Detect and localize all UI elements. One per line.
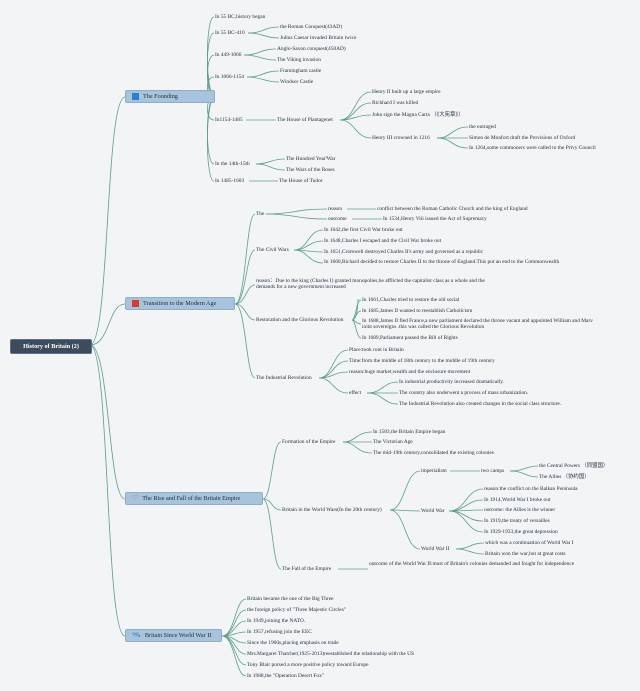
henry-iii-item[interactable]: Simon de Monfort draft the Provisions of… <box>469 135 576 141</box>
industrial-item[interactable]: Place:took root in Britain <box>349 347 404 353</box>
root-topic[interactable]: History of Britain (2) <box>10 339 92 354</box>
since-ww2-item[interactable]: In 1988,the "Operation Desert Fox" <box>247 673 325 679</box>
industrial-node[interactable]: The Industrial Revolution <box>256 375 312 381</box>
red-square-icon <box>132 300 139 307</box>
topic-label: The Rise and Fall of the Britain Empire <box>142 495 241 502</box>
founding-subitem[interactable]: The Hundred Year'War <box>286 156 336 162</box>
ww1-item[interactable]: In 1914,World War I broke out <box>484 497 551 503</box>
restoration-node[interactable]: Restoration and the Glorious Revolution <box>256 317 344 323</box>
world-war-1-node[interactable]: World War <box>421 508 445 514</box>
topic-label: Britain Since World War II <box>144 632 212 639</box>
plantagenet-item[interactable]: Henry II built up a large empire <box>372 89 441 95</box>
camp-item[interactable]: the Central Powers （同盟国） <box>539 463 609 469</box>
founding-item[interactable]: In the 14th-15th <box>215 161 250 167</box>
camp-item[interactable]: The Allies （协约国） <box>539 474 590 480</box>
fall-node[interactable]: The Fall of the Empire <box>282 566 332 572</box>
ww1-item[interactable]: outcome: the Allies is the winner <box>484 507 556 513</box>
since-ww2-item[interactable]: the foreign policy of "Three Majestic Ci… <box>247 607 347 613</box>
restoration-item[interactable]: In 1685,James II wanted to reestablish C… <box>362 308 473 314</box>
founding-item[interactable]: In 55 BC-410 <box>215 30 245 36</box>
effect-label[interactable]: effect <box>349 390 362 396</box>
since-ww2-item[interactable]: In 1957,refusing join the EEC <box>247 629 312 635</box>
restoration-item[interactable]: In 1688,James II fled France,a new parli… <box>362 318 593 330</box>
founding-item[interactable]: In 55 BC,history began <box>215 14 266 20</box>
ww2-item[interactable]: Britain won the war,but at great costs <box>485 551 566 557</box>
topic-since-ww2[interactable]: 🛰 Britain Since World War II <box>125 629 222 642</box>
satellite-icon: 🛰 <box>132 631 141 639</box>
founding-subitem[interactable]: The House of Tudor <box>279 178 323 184</box>
topic-transition-modern-age[interactable]: Transition to the Modern Age <box>125 297 235 310</box>
founding-subitem[interactable]: Julius Caesar invaded Britain twice <box>280 35 357 41</box>
since-ww2-item[interactable]: Tony Blair pursed a more positive policy… <box>247 662 369 668</box>
civil-wars-item[interactable]: In 1642,the first Civil War broke out <box>324 227 403 233</box>
restoration-item[interactable]: In 1689,Parliament passed the Bill of Ri… <box>362 335 458 341</box>
outcome-label[interactable]: outcome <box>328 216 347 222</box>
founding-subitem[interactable]: Framingham castle <box>280 68 322 74</box>
formation-node[interactable]: Formation of the Empire <box>282 439 336 445</box>
industrial-item[interactable]: Time:from the middle of 18th century to … <box>349 358 495 364</box>
since-ww2-item[interactable]: In 1949,joining the NATO. <box>247 618 306 624</box>
plantagenet-item[interactable]: John sign the Magna Carta （《大宪章》） <box>372 112 464 118</box>
henry-iii-item[interactable]: the outraged <box>469 124 496 130</box>
plantagenet-item[interactable]: Richhard I was killed <box>372 100 419 106</box>
founding-subitem[interactable]: Windsor Castle <box>280 79 314 85</box>
formation-item[interactable]: The Victorian Age <box>373 439 413 445</box>
industrial-item[interactable]: reason:huge market,wealth and the enclos… <box>349 369 471 375</box>
topic-label: The Founding <box>143 93 178 100</box>
ww1-item[interactable]: In 1929-1933,the great depression <box>484 529 558 535</box>
founding-item[interactable]: In 1066-1154 <box>215 74 244 80</box>
fall-text[interactable]: outcome of the World War II:most of Brit… <box>369 561 575 567</box>
henry-iii-item[interactable]: In 1264,some commoners were called to th… <box>469 145 596 151</box>
ww2-item[interactable]: which was a continuation of World War I <box>485 540 574 546</box>
civil-wars-item[interactable]: In 1660,Richard decided to restore Charl… <box>324 259 560 265</box>
outcome-text[interactable]: In 1534,Henry Viii issued the Act of Sup… <box>383 216 487 222</box>
formation-item[interactable]: The mid-19th century,consolidated the ex… <box>373 450 494 456</box>
formation-item[interactable]: In 1583,the Britain Empire began <box>373 429 446 435</box>
founding-subitem[interactable]: The Wars of the Roses <box>286 167 335 173</box>
topic-label: Transition to the Modern Age <box>143 300 217 307</box>
world-wars-node[interactable]: Britain in the World Wars(In the 20th ce… <box>282 507 382 513</box>
since-ww2-item[interactable]: Mrs.Margaret Thatcher(1925-2013)reestabl… <box>247 651 415 657</box>
founding-subitem[interactable]: The Viking invasion <box>277 57 321 63</box>
two-camps-node[interactable]: two camps <box>481 468 505 474</box>
reason-label[interactable]: reason <box>328 206 343 212</box>
since-ww2-item[interactable]: Britain became the one of the Big Three <box>247 596 334 602</box>
imperialism-node[interactable]: imperialism <box>421 468 447 474</box>
plantagenet-node[interactable]: The House of Plantagenet <box>277 117 333 123</box>
restoration-item[interactable]: In 1661,Charles tried to restore the old… <box>362 297 460 303</box>
effect-item[interactable]: In industrial productivity increased dra… <box>399 379 504 385</box>
reason-note[interactable]: reason：Due to the king (Charles I) grant… <box>256 278 485 290</box>
founding-item[interactable]: In 449-1066 <box>215 52 242 58</box>
world-war-2-node[interactable]: World War II <box>421 546 450 552</box>
civil-wars-item[interactable]: In 1651,Cromwell destroyed Charles II's … <box>324 249 484 255</box>
effect-item[interactable]: The Industrial Revolution also created c… <box>399 401 562 407</box>
topic-the-founding[interactable]: The Founding <box>125 90 215 103</box>
founding-subitem[interactable]: Anglo-Saxon conquest(450AD) <box>277 46 346 52</box>
henry-iii-node[interactable]: Henry III crowned in 1216 <box>372 135 430 141</box>
civil-wars-item[interactable]: In 1648,Charles I escaped and the Civil … <box>324 238 442 244</box>
civil-wars-node[interactable]: The Civil Wars <box>256 247 289 253</box>
reason-text[interactable]: conflict between the Roman Catholic Chur… <box>377 206 528 212</box>
founding-subitem[interactable]: the Roman Conquest(43AD) <box>280 24 342 30</box>
since-ww2-item[interactable]: Since the 1960s,placing emphasis on trad… <box>247 640 339 646</box>
blue-square-icon <box>132 93 139 100</box>
ww1-item[interactable]: In 1919,the treaty of versailles <box>484 518 550 524</box>
effect-item[interactable]: The country also underwent a process of … <box>399 390 529 396</box>
ww1-item[interactable]: reason:the conflict on the Balkan Penins… <box>484 486 578 492</box>
the-node[interactable]: The <box>256 211 265 217</box>
topic-rise-fall-empire[interactable]: ♡ The Rise and Fall of the Britain Empir… <box>125 492 263 505</box>
founding-item[interactable]: In1154-1485 <box>215 117 243 123</box>
heart-icon: ♡ <box>132 494 139 502</box>
founding-item[interactable]: In 1485-1603 <box>215 178 245 184</box>
